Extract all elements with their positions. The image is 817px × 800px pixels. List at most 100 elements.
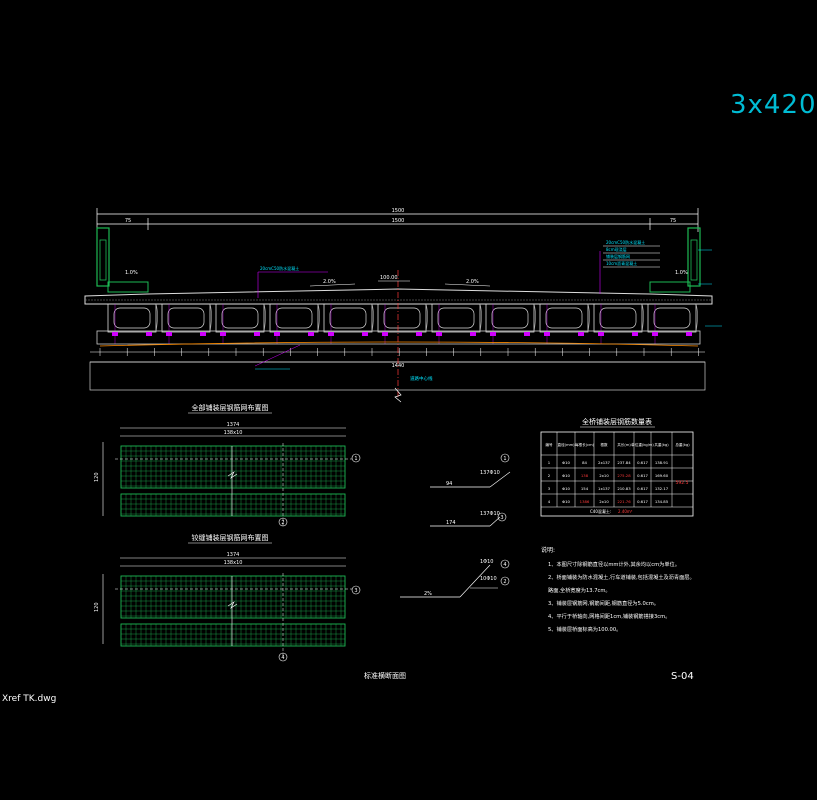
girder-void	[221, 307, 259, 329]
table-cell: 1	[548, 460, 551, 465]
girder	[539, 303, 589, 333]
rebar-3-label-a: 1Φ10	[480, 559, 493, 565]
hinge-joint	[209, 303, 212, 333]
girder	[647, 303, 697, 333]
bearing	[308, 332, 314, 336]
slope-mid-right: 2.0%	[466, 279, 479, 285]
table-header-cell: 直径(mm)	[558, 442, 576, 447]
rebar-2-length: 174	[446, 520, 456, 526]
table-cell: Φ10	[562, 473, 570, 478]
mesh-plan-2-title: 铰缝铺装层钢筋网布置图	[192, 533, 269, 542]
mesh-panel	[120, 445, 346, 489]
rebar-detail-3: 1Φ10 10Φ10 2% 4 2	[400, 559, 510, 598]
mesh-plan-2-dim-sub: 138x10	[224, 560, 243, 566]
mesh-plan-1-dim-top: 1374	[227, 422, 240, 428]
girder	[593, 303, 643, 333]
bearing	[470, 332, 476, 336]
table-cell: 138.91	[655, 460, 669, 465]
mesh-plan-2-dim-side: 120	[94, 602, 100, 612]
girder	[107, 303, 157, 333]
table-cell: 0.617	[637, 460, 648, 465]
rebar-detail-1: 137Φ10 94 1	[430, 453, 511, 488]
table-cell: 2x10	[599, 473, 609, 478]
table-cell: 2	[548, 473, 551, 478]
drawing-number: S-04	[671, 671, 694, 682]
table-cell: 169.60	[655, 473, 669, 478]
top-dim-inner: 1500	[392, 218, 405, 224]
rebar-2-label: 137Φ10	[480, 511, 500, 517]
table-cell: 4	[548, 499, 551, 504]
rebar-quantity-table: 全桥铺装层钢筋数量表 编号直径(mm)每根长(cm)根数共长(m)单位重(kg/…	[540, 417, 694, 517]
mesh-plan-1-dim-side: 120	[94, 472, 100, 482]
table-header-cell: 单位重(kg/m)	[631, 442, 654, 447]
table-cell: 0.617	[637, 473, 648, 478]
girder	[377, 303, 427, 333]
table-note-value: 2.40m³	[618, 509, 633, 514]
table-cell: 2x137	[598, 460, 610, 465]
top-dim-right: 75	[670, 218, 676, 224]
table-header-cell: 根数	[600, 442, 608, 447]
note-1: 1、本图尺寸除钢筋直径以mm计外,其余均以cm为单位。	[548, 560, 680, 568]
bearing	[578, 332, 584, 336]
girder-void	[491, 307, 529, 329]
xref-file-label: Xref TK.dwg	[2, 694, 57, 704]
bearing	[416, 332, 422, 336]
callout-line-2: 8cm现浇层	[606, 246, 627, 252]
svg-text:2: 2	[503, 579, 506, 585]
rebar-1-label: 137Φ10	[480, 470, 500, 476]
table-cell: 154	[581, 486, 589, 491]
svg-text:1: 1	[503, 456, 506, 462]
mesh-plan-1-title: 全部铺装层钢筋网布置图	[192, 403, 269, 412]
callout-line-1: 20cmC50防水混凝土	[606, 239, 645, 245]
girder	[431, 303, 481, 333]
table-cell: 3	[548, 486, 551, 491]
girder-void	[653, 307, 691, 329]
table-cell: 134.85	[655, 499, 669, 504]
bearing	[200, 332, 206, 336]
girder	[485, 303, 535, 333]
pier-cap	[96, 330, 701, 345]
rebar-1-length: 94	[446, 481, 452, 487]
svg-text:2: 2	[281, 520, 284, 526]
hollow-slab-girders	[107, 303, 698, 344]
table-cell: 84	[582, 460, 587, 465]
cad-drawing-sheet: 3x420 Xref TK.dwg S-04 1500 1500 75 75	[2, 90, 816, 704]
sheet-scale-label: 3x420	[730, 90, 817, 120]
hinge-joint	[695, 303, 698, 333]
mesh-plan-1-dim-sub: 138x10	[224, 430, 243, 436]
callout-line-4: 10cm沥青混凝土	[606, 260, 637, 266]
drawing-svg: 1500 1500 75 75	[84, 208, 722, 680]
girder	[323, 303, 373, 333]
centerline-label: 道路中心线	[410, 375, 433, 382]
girder	[269, 303, 319, 333]
table-header-cell: 总重(kg)	[675, 442, 690, 447]
svg-text:3: 3	[354, 588, 357, 594]
slope-left: 1.0%	[125, 270, 138, 276]
table-title: 全桥铺装层钢筋数量表	[582, 417, 652, 426]
break-mark	[227, 601, 238, 609]
left-guardrail	[96, 227, 149, 293]
table-cell: 0.617	[637, 499, 648, 504]
note-6: 5、铺装层桥面标高为100.00。	[548, 625, 621, 633]
note-2: 2、桥面铺装为防水混凝土,行车道铺装,包括混凝土及沥青面层。	[548, 573, 695, 581]
mesh-panel	[120, 493, 346, 517]
slope-right: 1.0%	[675, 270, 688, 276]
table-cell: 132.17	[655, 486, 669, 491]
table-cell: 138	[581, 473, 589, 478]
rebar-3-length: 2%	[424, 591, 432, 597]
svg-text:3: 3	[500, 515, 503, 521]
callout-waterproof: 20cmC50防水混凝土	[260, 265, 299, 271]
note-5: 4、平行于桥轴向,网格间距1cm,铺装钢筋搭接3cm。	[548, 612, 670, 620]
mesh-plan-2-dim-top: 1374	[227, 552, 240, 558]
table-cell: Φ10	[562, 486, 570, 491]
hinge-joint	[371, 303, 374, 333]
girder-void	[329, 307, 367, 329]
top-dim-overall: 1500	[392, 208, 405, 214]
bridge-cross-section: 1500 1500 75 75	[84, 208, 722, 403]
table-cell: 237.84	[617, 460, 631, 465]
hinge-joint	[641, 303, 644, 333]
hinge-joint	[263, 303, 266, 333]
table-header-cell: 共重(kg)	[654, 442, 669, 447]
girder	[215, 303, 265, 333]
table-cell: Φ10	[562, 460, 570, 465]
